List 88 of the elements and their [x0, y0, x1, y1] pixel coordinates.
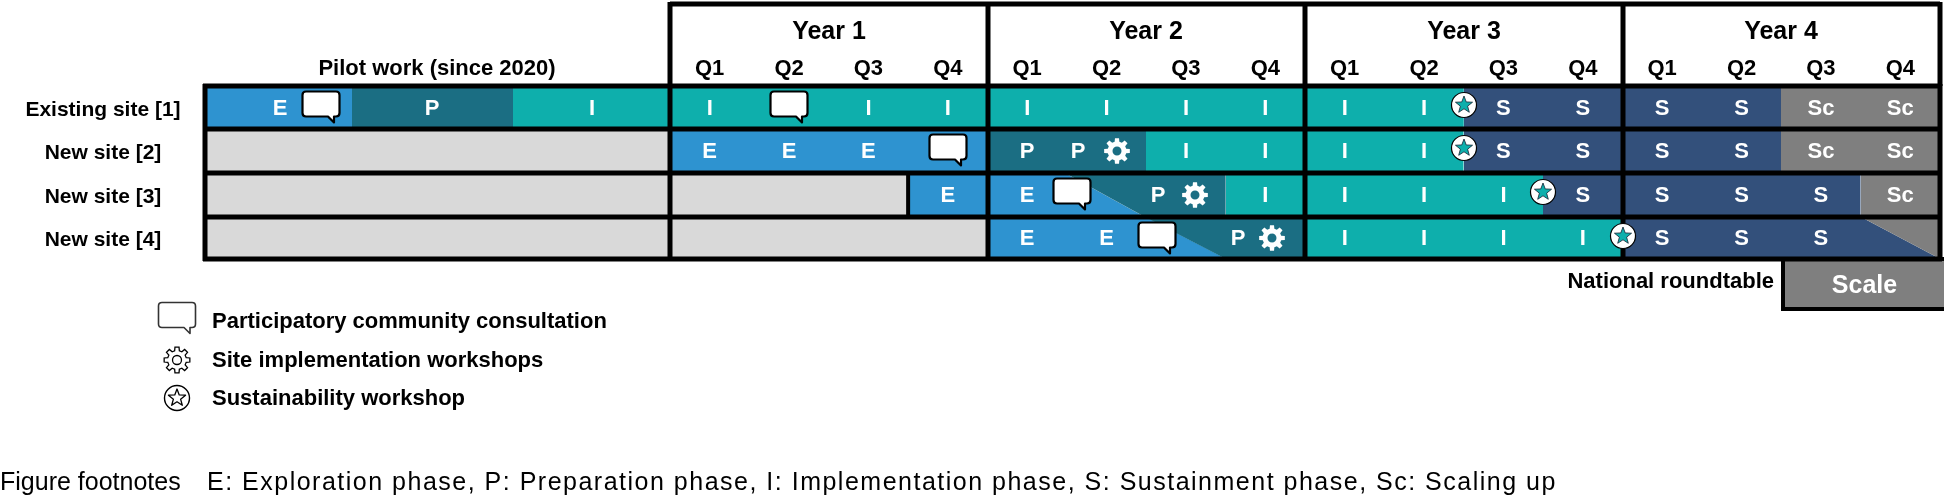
- phase-letter: S: [1734, 96, 1749, 119]
- phase-letter: S: [1813, 227, 1829, 249]
- quarter-header: Q4: [1885, 57, 1915, 79]
- quarter-header: Q2: [774, 57, 804, 79]
- phase-letter: I: [1341, 96, 1348, 119]
- phase-letter: I: [1421, 96, 1428, 119]
- phase-letter: P: [1070, 140, 1086, 162]
- quarter-header: Q3: [1171, 57, 1201, 79]
- phase-letter: S: [1813, 184, 1829, 206]
- phase-letter: E: [1019, 184, 1035, 206]
- phase-letter: I: [1103, 96, 1110, 119]
- year-header: Year 4: [1744, 17, 1818, 43]
- phase-letter: I: [1341, 184, 1348, 206]
- phase-letter: P: [1230, 227, 1246, 249]
- phase-triangle: [1860, 217, 1940, 259]
- quarter-header: Q2: [1409, 57, 1439, 79]
- phase-letter: I: [1421, 184, 1428, 206]
- phase-letter: I: [1421, 140, 1428, 162]
- phase-letter: S: [1734, 227, 1749, 249]
- quarter-header: Q1: [1012, 57, 1042, 79]
- phase-letter: S: [1654, 227, 1670, 249]
- row-label: Existing site [1]: [25, 97, 181, 118]
- year-header: Year 2: [1109, 17, 1183, 43]
- phase-letter: S: [1575, 96, 1591, 119]
- phase-letter: S: [1734, 184, 1749, 206]
- box-label: Scale: [1831, 271, 1898, 297]
- phase-letter: I: [588, 96, 596, 119]
- quarter-header: Q1: [1647, 57, 1677, 79]
- phase-letter: S: [1734, 140, 1749, 162]
- phase-letter: I: [944, 96, 951, 119]
- phase-letter: E: [1099, 227, 1114, 249]
- footnote-text: E: Exploration phase, P: Preparation phase, I: Implementation phase, S: Sustainment phase, Sc: Scaling up: [207, 468, 1557, 494]
- legend-label: Site implementation workshops: [212, 349, 544, 371]
- quarter-header: Q4: [1568, 57, 1598, 79]
- legend-label: Sustainability workshop: [212, 387, 466, 409]
- phase-letter: I: [1262, 184, 1269, 206]
- phase-letter: Sc: [1807, 140, 1835, 162]
- year-header: Year 3: [1427, 17, 1501, 43]
- phase-letter: S: [1575, 140, 1591, 162]
- phase-letter: I: [1182, 96, 1189, 119]
- phase-letter: I: [1024, 96, 1031, 119]
- footnote-heading: Figure footnotes: [0, 468, 181, 494]
- quarter-header: Q2: [1091, 57, 1122, 79]
- row-label: New site [4]: [44, 227, 162, 249]
- phase-letter: I: [1421, 227, 1428, 249]
- phase-letter: P: [1150, 184, 1166, 206]
- side-label: National roundtable: [1567, 270, 1774, 292]
- phase-letter: E: [702, 140, 718, 162]
- phase-letter: P: [424, 96, 440, 119]
- phase-letter: Sc: [1807, 96, 1835, 119]
- quarter-header: Q4: [933, 57, 963, 79]
- phase-letter: Sc: [1886, 140, 1914, 162]
- phase-letter: S: [1654, 140, 1670, 162]
- phase-letter: Sc: [1886, 184, 1914, 206]
- phase-letter: I: [1182, 140, 1189, 162]
- phase-letter: S: [1496, 140, 1511, 162]
- phase-letter: I: [1500, 227, 1507, 249]
- phase-letter: S: [1575, 184, 1591, 206]
- quarter-header: Q3: [1806, 57, 1836, 79]
- quarter-header: Q1: [1330, 57, 1360, 79]
- quarter-header: Q3: [853, 57, 884, 79]
- legend-label: Participatory community consultation: [212, 310, 607, 332]
- quarter-header: Q1: [695, 57, 725, 79]
- quarter-header: Q4: [1250, 57, 1280, 79]
- phase-letter: E: [1019, 227, 1035, 249]
- year-header: Year 1: [792, 17, 866, 43]
- row-label: New site [3]: [44, 184, 162, 206]
- phase-letter: I: [865, 96, 872, 119]
- phase-letter: Sc: [1886, 96, 1914, 119]
- phase-letter: I: [1262, 140, 1269, 162]
- phase-letter: E: [861, 140, 876, 162]
- phase-letter: I: [1341, 227, 1348, 249]
- phase-letter: I: [1262, 96, 1269, 119]
- phase-letter: P: [1019, 140, 1035, 162]
- phase-letter: I: [1500, 184, 1507, 206]
- phase-letter: I: [706, 96, 713, 119]
- phase-letter: S: [1654, 96, 1670, 119]
- phase-letter: S: [1496, 96, 1511, 119]
- quarter-header: Q2: [1726, 57, 1757, 79]
- row-label: New site [2]: [44, 140, 162, 162]
- phase-letter: E: [940, 184, 956, 206]
- phase-letter: I: [1579, 227, 1586, 249]
- phase-letter: E: [781, 140, 797, 162]
- phase-letter: E: [272, 96, 288, 119]
- column-header: Pilot work (since 2020): [318, 57, 556, 79]
- phase-letter: I: [1341, 140, 1348, 162]
- quarter-header: Q3: [1488, 57, 1519, 79]
- phase-letter: S: [1654, 184, 1670, 206]
